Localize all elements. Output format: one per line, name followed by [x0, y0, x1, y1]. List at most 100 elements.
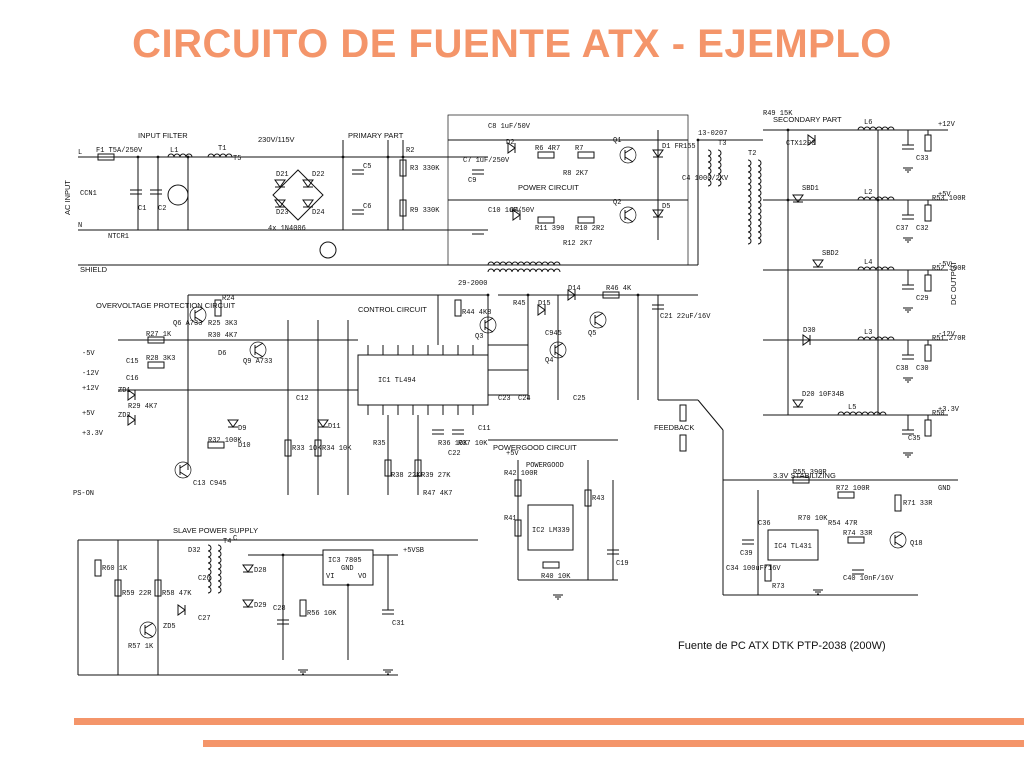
transistor-q5: [594, 321, 604, 328]
label-c21: C21 22uF/16V: [660, 313, 711, 321]
label-ic1: IC1 TL494: [378, 377, 416, 385]
junction-dot: [636, 293, 640, 297]
label-r8: R8 2K7: [563, 170, 588, 178]
footer-bar-top: [74, 718, 1024, 725]
resistor-r7: [577, 151, 595, 159]
resistor-output-1: [924, 204, 932, 222]
transistor-q4: [549, 341, 567, 359]
label-n: N: [78, 222, 82, 230]
label-c35: C35: [908, 435, 921, 443]
label-minus12: -12V: [938, 331, 956, 339]
label-plus12: +12V: [938, 121, 956, 129]
diode-d4: [512, 209, 521, 221]
label-d4: D4: [510, 207, 518, 215]
section-overvoltage: OVERVOLTAGE PROTECTION CIRCUIT: [96, 301, 236, 310]
label-c10: C10 1uF/50V: [488, 207, 535, 215]
inductor-l6: [857, 126, 895, 131]
diode-d11: [317, 419, 329, 428]
label-c39: C39: [740, 550, 753, 558]
resistor-r59: [114, 579, 122, 597]
label-c12: C12: [296, 395, 309, 403]
label-q4: Q4: [545, 357, 553, 365]
resistor-r28: [147, 361, 165, 369]
transistor-slave: [144, 622, 154, 629]
label-r9: R9 330K: [410, 207, 440, 215]
junction-dot: [136, 155, 140, 159]
label-d2: D2: [506, 139, 514, 147]
section-power-circuit: POWER CIRCUIT: [518, 183, 579, 192]
label-gnd: GND: [341, 565, 354, 573]
transistor-c13: [179, 471, 189, 478]
label-d6: D6: [218, 350, 226, 358]
label-r58: R58 47K: [162, 590, 192, 598]
label-t13: 13-0207: [698, 130, 727, 138]
label-c40: C40 10nF/16V: [843, 575, 894, 583]
label-r50: R50: [932, 410, 945, 418]
label-c946: C945: [545, 330, 562, 338]
label-c4: C4 1000/2KV: [682, 175, 729, 183]
transformer-slave: [207, 544, 212, 594]
label-in4006: 4x 1N4006: [268, 225, 306, 233]
label-r55: R55 390R: [793, 469, 827, 477]
zener-zd5: [177, 604, 186, 616]
section-powergood: POWERGOOD CIRCUIT: [493, 443, 577, 452]
label-r42: R42 100R: [504, 470, 538, 478]
section-input-filter: INPUT FILTER: [138, 131, 188, 140]
label-r25: R25 3K3: [208, 320, 237, 328]
inductor-l1: [167, 153, 193, 158]
label-r2: R2: [406, 147, 414, 155]
resistor-r56: [299, 599, 307, 617]
resistor-r27: [147, 336, 165, 344]
label-l4: L4: [864, 259, 872, 267]
label-r44: R44 4K8: [462, 309, 491, 317]
junction-dot: [696, 138, 700, 142]
inductor-l4: [857, 266, 895, 271]
resistor-r9: [399, 199, 407, 217]
resistor-r10: [577, 216, 595, 224]
label-r40: R40 10K: [541, 573, 571, 581]
transistor-q3: [479, 316, 497, 334]
transistor-q2: [619, 206, 637, 224]
label-ps-on: PS-ON: [73, 490, 94, 498]
label-q3: Q3: [475, 333, 483, 341]
label-r71: R71 33R: [903, 500, 933, 508]
label-c37: C37: [896, 225, 909, 233]
label-zd1: ZD1: [118, 387, 131, 395]
label-r74: R74 33R: [843, 530, 873, 538]
label-plus5vsb: +5VSB: [403, 547, 424, 555]
junction-dot: [786, 198, 790, 202]
junction-dot: [526, 293, 530, 297]
label-t29: 29-2000: [458, 280, 487, 288]
label-q18: Q18: [910, 540, 923, 548]
label-d24: D24: [312, 209, 325, 217]
label-c9: C9: [468, 177, 476, 185]
diode-d5: [652, 209, 664, 218]
label-c26: C26: [198, 575, 211, 583]
junction-dot: [156, 155, 160, 159]
label-r32: R32 100K: [208, 437, 242, 445]
resistor-r55: [792, 476, 810, 484]
connector-symbol: [319, 241, 337, 259]
resistor-r32: [207, 441, 225, 449]
section-control-circuit: CONTROL CIRCUIT: [358, 305, 427, 314]
label-c34: C34 100uF/16V: [726, 565, 781, 573]
label-d11: D11: [328, 423, 341, 431]
transistor-q5: [594, 312, 604, 319]
transformer-t2: [747, 159, 752, 245]
diode-d28: [242, 564, 254, 573]
label-c11: C11: [478, 425, 491, 433]
resistor-r3: [399, 159, 407, 177]
label-r45: R45: [513, 300, 526, 308]
section-stabilizing: 3.3V STABILIZING: [773, 471, 836, 480]
zener-zd1: [127, 389, 136, 401]
label-c23: C23: [498, 395, 511, 403]
transistor-q6: [194, 316, 204, 323]
transistor-q6: [194, 307, 204, 314]
junction-dot: [386, 155, 390, 159]
label-r34: R34 10K: [322, 445, 352, 453]
label-q1: Q1: [613, 137, 621, 145]
label-ic3: IC3 7805: [328, 557, 362, 565]
resistor-r40: [542, 561, 560, 569]
label-vi: VI: [326, 573, 334, 581]
power-circuit-box: [447, 114, 689, 266]
